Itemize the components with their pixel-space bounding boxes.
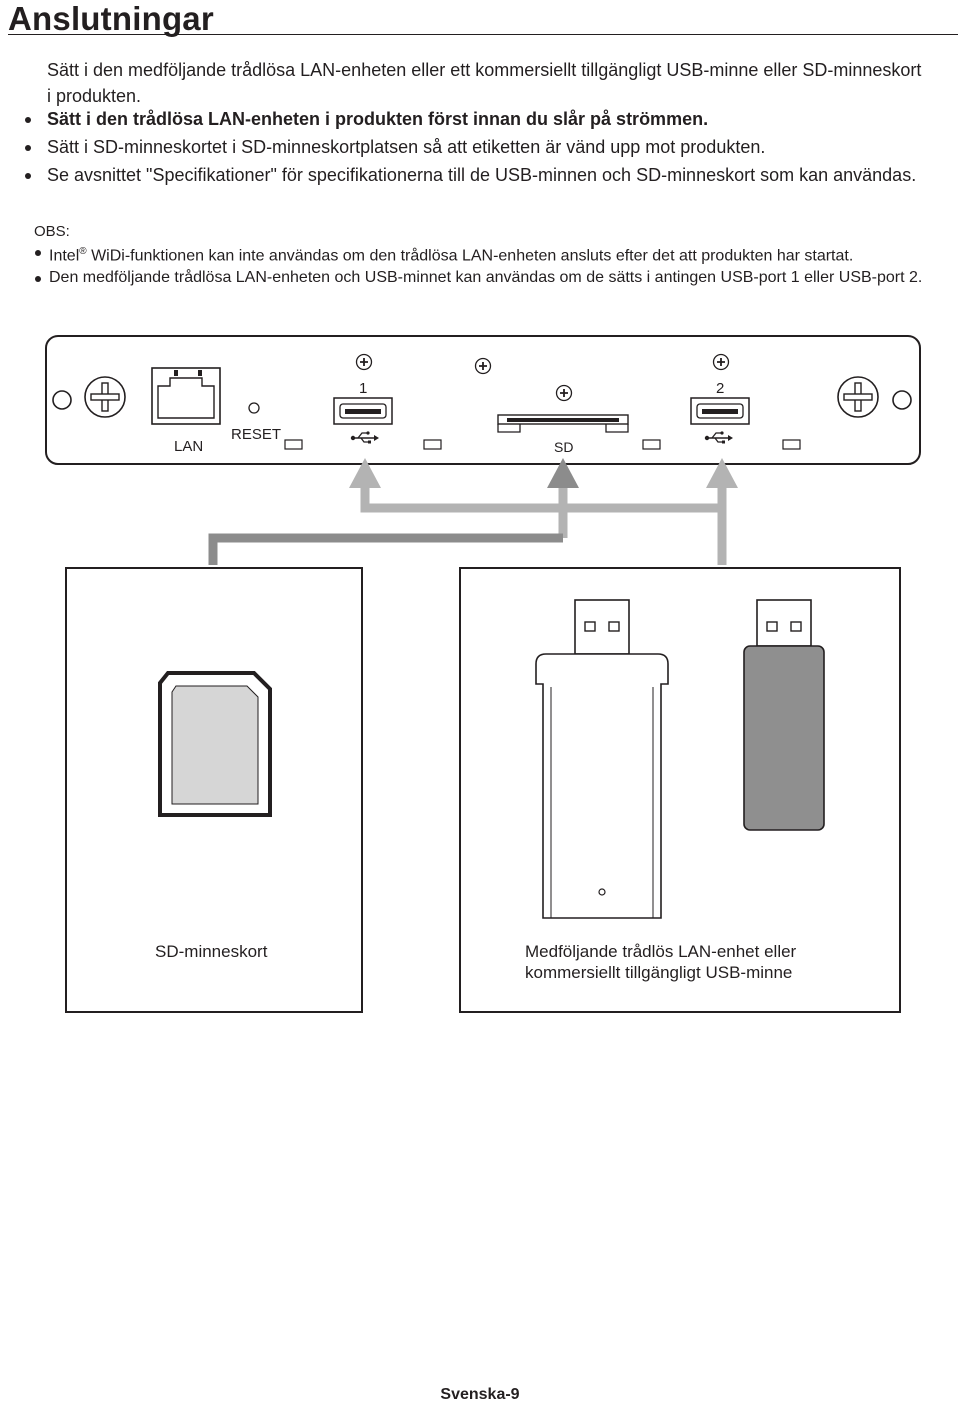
obs-notes: Intel® WiDi-funktionen kan inte användas…	[35, 241, 939, 289]
note-intel-text: Intel	[49, 247, 80, 265]
note-usb-ports: Den medföljande trådlösa LAN-enheten och…	[35, 267, 939, 289]
arrow-head-usb2	[706, 458, 738, 488]
reset-button	[248, 402, 260, 414]
lan-port	[151, 367, 221, 425]
bullet-specifications: Se avsnittet "Specifikationer" för speci…	[25, 162, 937, 188]
sd-card-slot	[497, 414, 629, 433]
connection-diagram: LAN RESET 1 SD 2	[45, 335, 921, 1013]
usb-port-1-label: 1	[359, 380, 367, 397]
usb-stick-icon	[743, 599, 825, 831]
wireless-lan-dongle-icon	[535, 599, 669, 919]
usb-port-1	[333, 397, 393, 425]
usb-port-2	[690, 397, 750, 425]
mount-hole-right	[892, 390, 912, 410]
instruction-list: Sätt i den trådlösa LAN-enheten i produk…	[25, 106, 937, 190]
led-indicator	[423, 439, 442, 450]
mount-hole-left	[52, 390, 72, 410]
usb-device-box	[459, 567, 901, 1013]
screw-icon	[837, 376, 879, 418]
sd-card-icon	[158, 671, 272, 817]
sd-slot-label: SD	[554, 439, 573, 455]
arrow-head-sd	[547, 458, 579, 488]
small-screw-icon	[474, 357, 492, 375]
led-indicator	[284, 439, 303, 450]
usb-symbol-icon	[350, 431, 379, 444]
bullet-sd-label: Sätt i SD-minneskortet i SD-minneskortpl…	[25, 134, 937, 160]
page-footer: Svenska-9	[440, 1386, 520, 1403]
usb-port-2-label: 2	[716, 380, 724, 397]
note-intel-widi: Intel® WiDi-funktionen kan inte användas…	[35, 241, 939, 267]
usb-symbol-icon	[704, 431, 733, 444]
screw-icon	[84, 376, 126, 418]
arrow-head-usb1	[349, 458, 381, 488]
bullet-power-first: Sätt i den trådlösa LAN-enheten i produk…	[25, 106, 937, 132]
reset-label: RESET	[231, 426, 281, 443]
small-screw-icon	[555, 384, 573, 402]
registered-mark: ®	[79, 246, 87, 257]
intro-paragraph: Sätt i den medföljande trådlösa LAN-enhe…	[47, 60, 922, 106]
sd-card-caption: SD-minneskort	[155, 942, 268, 961]
title-rule	[8, 34, 958, 35]
note-widi-text: WiDi-funktionen kan inte användas om den…	[86, 247, 854, 265]
obs-label: OBS:	[34, 223, 70, 240]
lan-label: LAN	[174, 438, 203, 455]
usb-caption-line2: kommersiellt tillgängligt USB-minne	[525, 963, 792, 982]
led-indicator	[642, 439, 661, 450]
small-screw-icon	[355, 353, 373, 371]
io-panel	[45, 335, 921, 465]
led-indicator	[782, 439, 801, 450]
small-screw-icon	[712, 353, 730, 371]
usb-caption-line1: Medföljande trådlös LAN-enhet eller	[525, 942, 797, 961]
page-title: Anslutningar	[8, 0, 214, 37]
arrow-lines	[208, 485, 727, 565]
